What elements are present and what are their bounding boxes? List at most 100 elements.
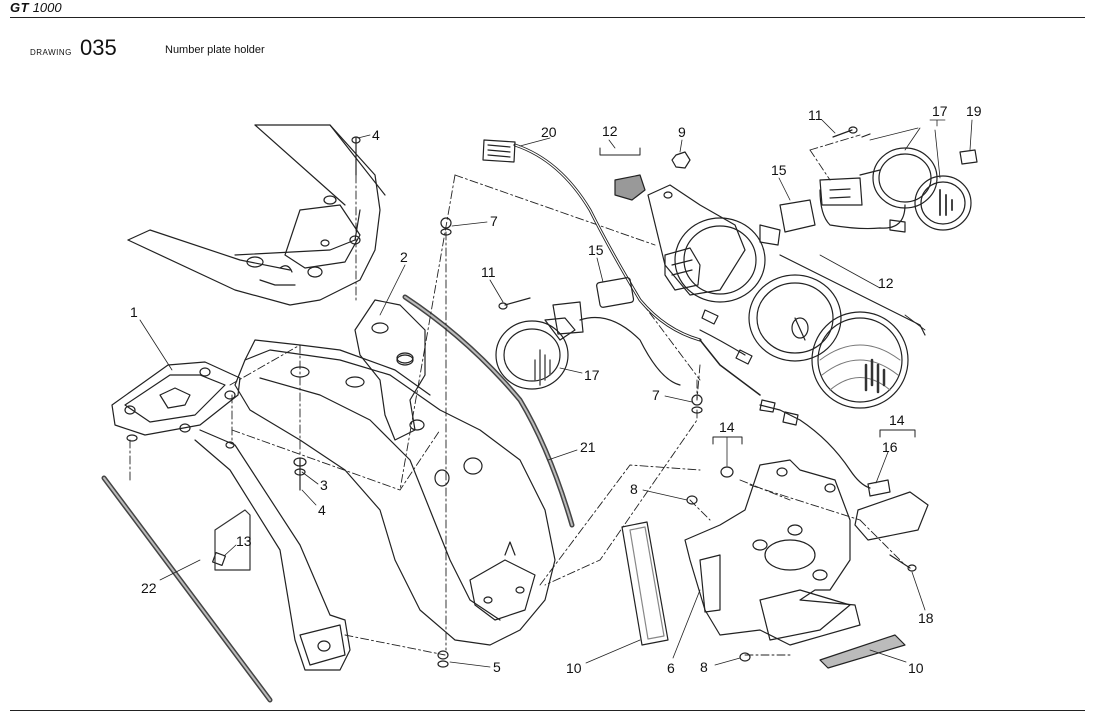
part-2-bracket bbox=[354, 299, 426, 441]
svg-text:12: 12 bbox=[602, 123, 618, 139]
part-11-screw-right bbox=[832, 126, 871, 138]
drawing-number: 035 bbox=[80, 35, 117, 60]
callouts: 1 2 3 4 4 5 6 7 7 8 8 9 10 10 11 11 12 1… bbox=[130, 103, 982, 676]
svg-text:15: 15 bbox=[588, 242, 604, 258]
svg-text:12: 12 bbox=[878, 275, 894, 291]
svg-text:16: 16 bbox=[882, 439, 898, 455]
tail-light-housing bbox=[647, 184, 781, 303]
part-12-grommet bbox=[599, 147, 646, 201]
part-9-nut bbox=[671, 151, 691, 169]
svg-text:18: 18 bbox=[918, 610, 934, 626]
callout-16: 16 bbox=[875, 439, 898, 484]
callout-2: 2 bbox=[379, 249, 408, 316]
svg-text:2: 2 bbox=[400, 249, 408, 265]
callout-10b: 10 bbox=[869, 649, 924, 676]
part-17-left-indicator bbox=[495, 277, 681, 390]
part-14-fittings bbox=[712, 429, 916, 478]
svg-text:3: 3 bbox=[320, 477, 328, 493]
plate-light-wire bbox=[759, 399, 871, 489]
svg-text:17: 17 bbox=[932, 103, 948, 119]
svg-text:6: 6 bbox=[667, 660, 675, 676]
callout-22: 22 bbox=[141, 559, 201, 596]
callout-3: 3 bbox=[301, 471, 328, 493]
callout-1: 1 bbox=[130, 304, 173, 371]
callout-9: 9 bbox=[678, 124, 686, 153]
svg-text:17: 17 bbox=[584, 367, 600, 383]
callout-4a: 4 bbox=[357, 127, 380, 143]
callout-14a: 14 bbox=[719, 419, 735, 467]
svg-text:5: 5 bbox=[493, 659, 501, 675]
callout-15a: 15 bbox=[588, 242, 604, 283]
part-21-seal-strip bbox=[402, 294, 575, 528]
callout-13: 13 bbox=[223, 533, 252, 557]
svg-text:15: 15 bbox=[771, 162, 787, 178]
callout-7b: 7 bbox=[652, 387, 693, 403]
svg-text:7: 7 bbox=[652, 387, 660, 403]
callout-5: 5 bbox=[449, 659, 501, 675]
svg-text:4: 4 bbox=[318, 502, 326, 518]
svg-text:11: 11 bbox=[481, 264, 496, 280]
footer-rule bbox=[10, 710, 1085, 711]
callout-7a: 7 bbox=[451, 213, 498, 229]
svg-text:14: 14 bbox=[889, 412, 905, 428]
part-13-clip bbox=[211, 509, 251, 571]
svg-text:9: 9 bbox=[678, 124, 686, 140]
model-name: GT 1000 bbox=[10, 0, 62, 15]
lower-bracket-arm bbox=[194, 429, 351, 671]
callout-8b: 8 bbox=[700, 657, 741, 675]
svg-text:13: 13 bbox=[236, 533, 252, 549]
callout-21: 21 bbox=[547, 439, 596, 461]
callout-17a: 17 bbox=[559, 367, 600, 383]
part-22-seal-strip bbox=[101, 475, 273, 703]
part-15-connector-left bbox=[664, 247, 701, 291]
svg-text:7: 7 bbox=[490, 213, 498, 229]
part-15-connector-right bbox=[779, 177, 863, 233]
callout-6: 6 bbox=[667, 589, 701, 676]
rear-subframe bbox=[127, 124, 386, 306]
callout-15b: 15 bbox=[771, 162, 791, 201]
model-prefix: GT bbox=[10, 0, 30, 15]
part-6-plate-bracket bbox=[684, 459, 861, 646]
svg-text:22: 22 bbox=[141, 580, 157, 596]
svg-text:1: 1 bbox=[130, 304, 138, 320]
callout-14b: 14 bbox=[889, 412, 905, 428]
svg-text:8: 8 bbox=[630, 481, 638, 497]
callout-17b: 17 bbox=[869, 103, 948, 179]
part-1-mounting-plate bbox=[111, 361, 241, 449]
callout-18: 18 bbox=[911, 571, 934, 626]
part-19-bulb-cap bbox=[959, 149, 978, 165]
part-17-right-indicator bbox=[819, 147, 972, 233]
callout-11b: 11 bbox=[808, 107, 836, 134]
part-12-tail-light-assembly bbox=[748, 254, 926, 409]
svg-text:19: 19 bbox=[966, 103, 982, 119]
callout-8a: 8 bbox=[630, 481, 688, 501]
part-20-wiring-harness bbox=[482, 139, 761, 396]
header-rule bbox=[10, 17, 1085, 18]
callout-12a: 12 bbox=[602, 123, 618, 149]
assembly-lines bbox=[129, 134, 906, 656]
callout-10a: 10 bbox=[566, 639, 641, 676]
svg-text:10: 10 bbox=[908, 660, 924, 676]
svg-text:20: 20 bbox=[541, 124, 557, 140]
callout-19: 19 bbox=[966, 103, 982, 151]
part-8-nuts bbox=[686, 495, 751, 662]
fasteners-left bbox=[293, 136, 703, 668]
svg-text:11: 11 bbox=[808, 107, 823, 123]
svg-text:8: 8 bbox=[700, 659, 708, 675]
rear-mudguard bbox=[234, 339, 556, 646]
svg-text:10: 10 bbox=[566, 660, 582, 676]
part-10-reflector-right bbox=[819, 634, 906, 669]
callout-12b: 12 bbox=[819, 254, 926, 331]
part-16-bulb bbox=[854, 479, 929, 541]
part-18-screw bbox=[889, 554, 917, 572]
drawing-label: DRAWING bbox=[30, 48, 72, 57]
callout-4b: 4 bbox=[301, 489, 326, 518]
model-number: 1000 bbox=[32, 0, 62, 15]
svg-text:21: 21 bbox=[580, 439, 596, 455]
callout-20: 20 bbox=[519, 124, 557, 147]
callout-11a: 11 bbox=[481, 264, 504, 303]
drawing-title: Number plate holder bbox=[165, 44, 265, 56]
svg-text:4: 4 bbox=[372, 127, 380, 143]
part-11-screw-left bbox=[498, 297, 531, 310]
